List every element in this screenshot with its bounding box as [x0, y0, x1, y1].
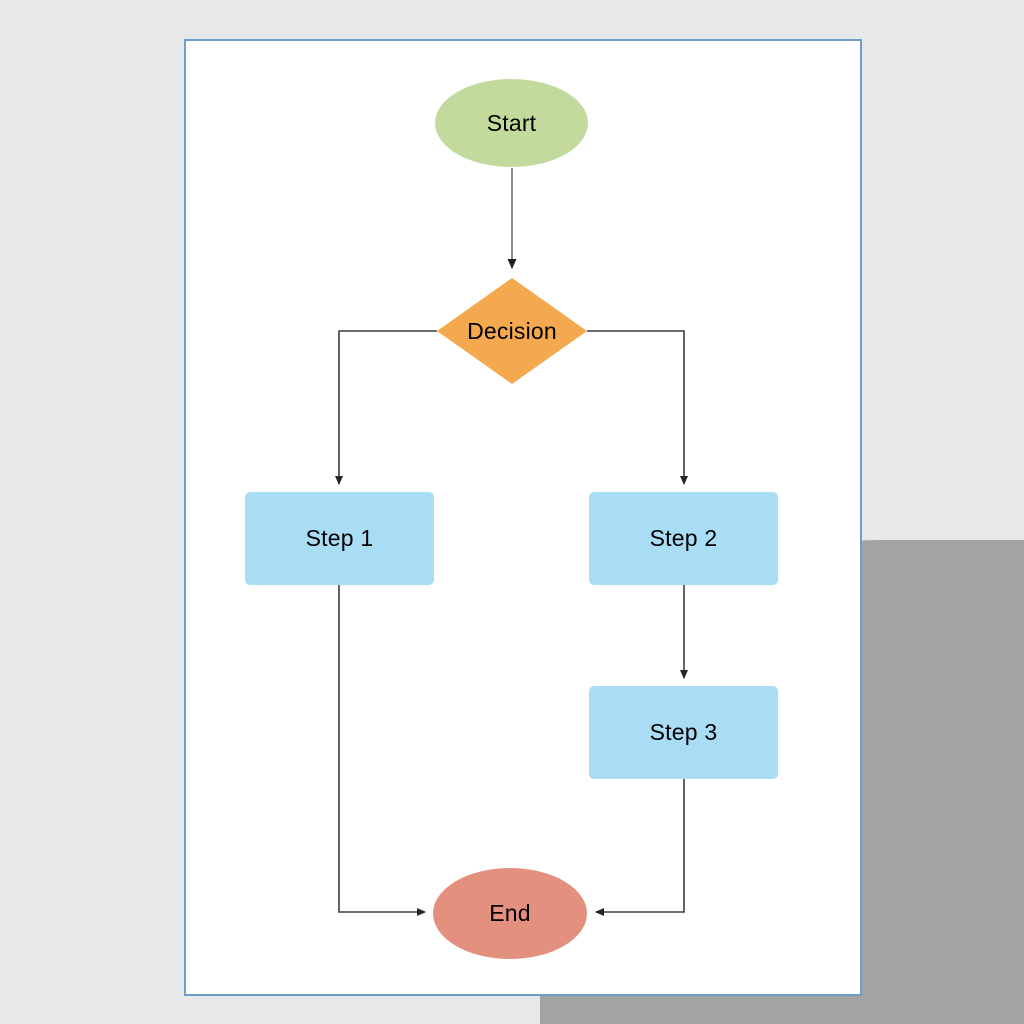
flow-node-step3-label: Step 3	[649, 719, 718, 745]
flow-node-step3[interactable]: Step 3	[589, 686, 778, 779]
flow-node-decision[interactable]: Decision	[437, 278, 587, 384]
flow-node-end[interactable]: End	[433, 868, 587, 959]
flow-node-step1-label: Step 1	[305, 525, 374, 551]
flow-node-decision-label: Decision	[467, 317, 557, 344]
flow-node-start[interactable]: Start	[435, 79, 588, 167]
flow-node-end-label: End	[489, 900, 531, 926]
flow-node-start-label: Start	[486, 109, 537, 136]
flow-node-step1[interactable]: Step 1	[245, 492, 434, 585]
flow-node-step2[interactable]: Step 2	[589, 492, 778, 585]
flow-node-step2-label: Step 2	[649, 525, 718, 551]
